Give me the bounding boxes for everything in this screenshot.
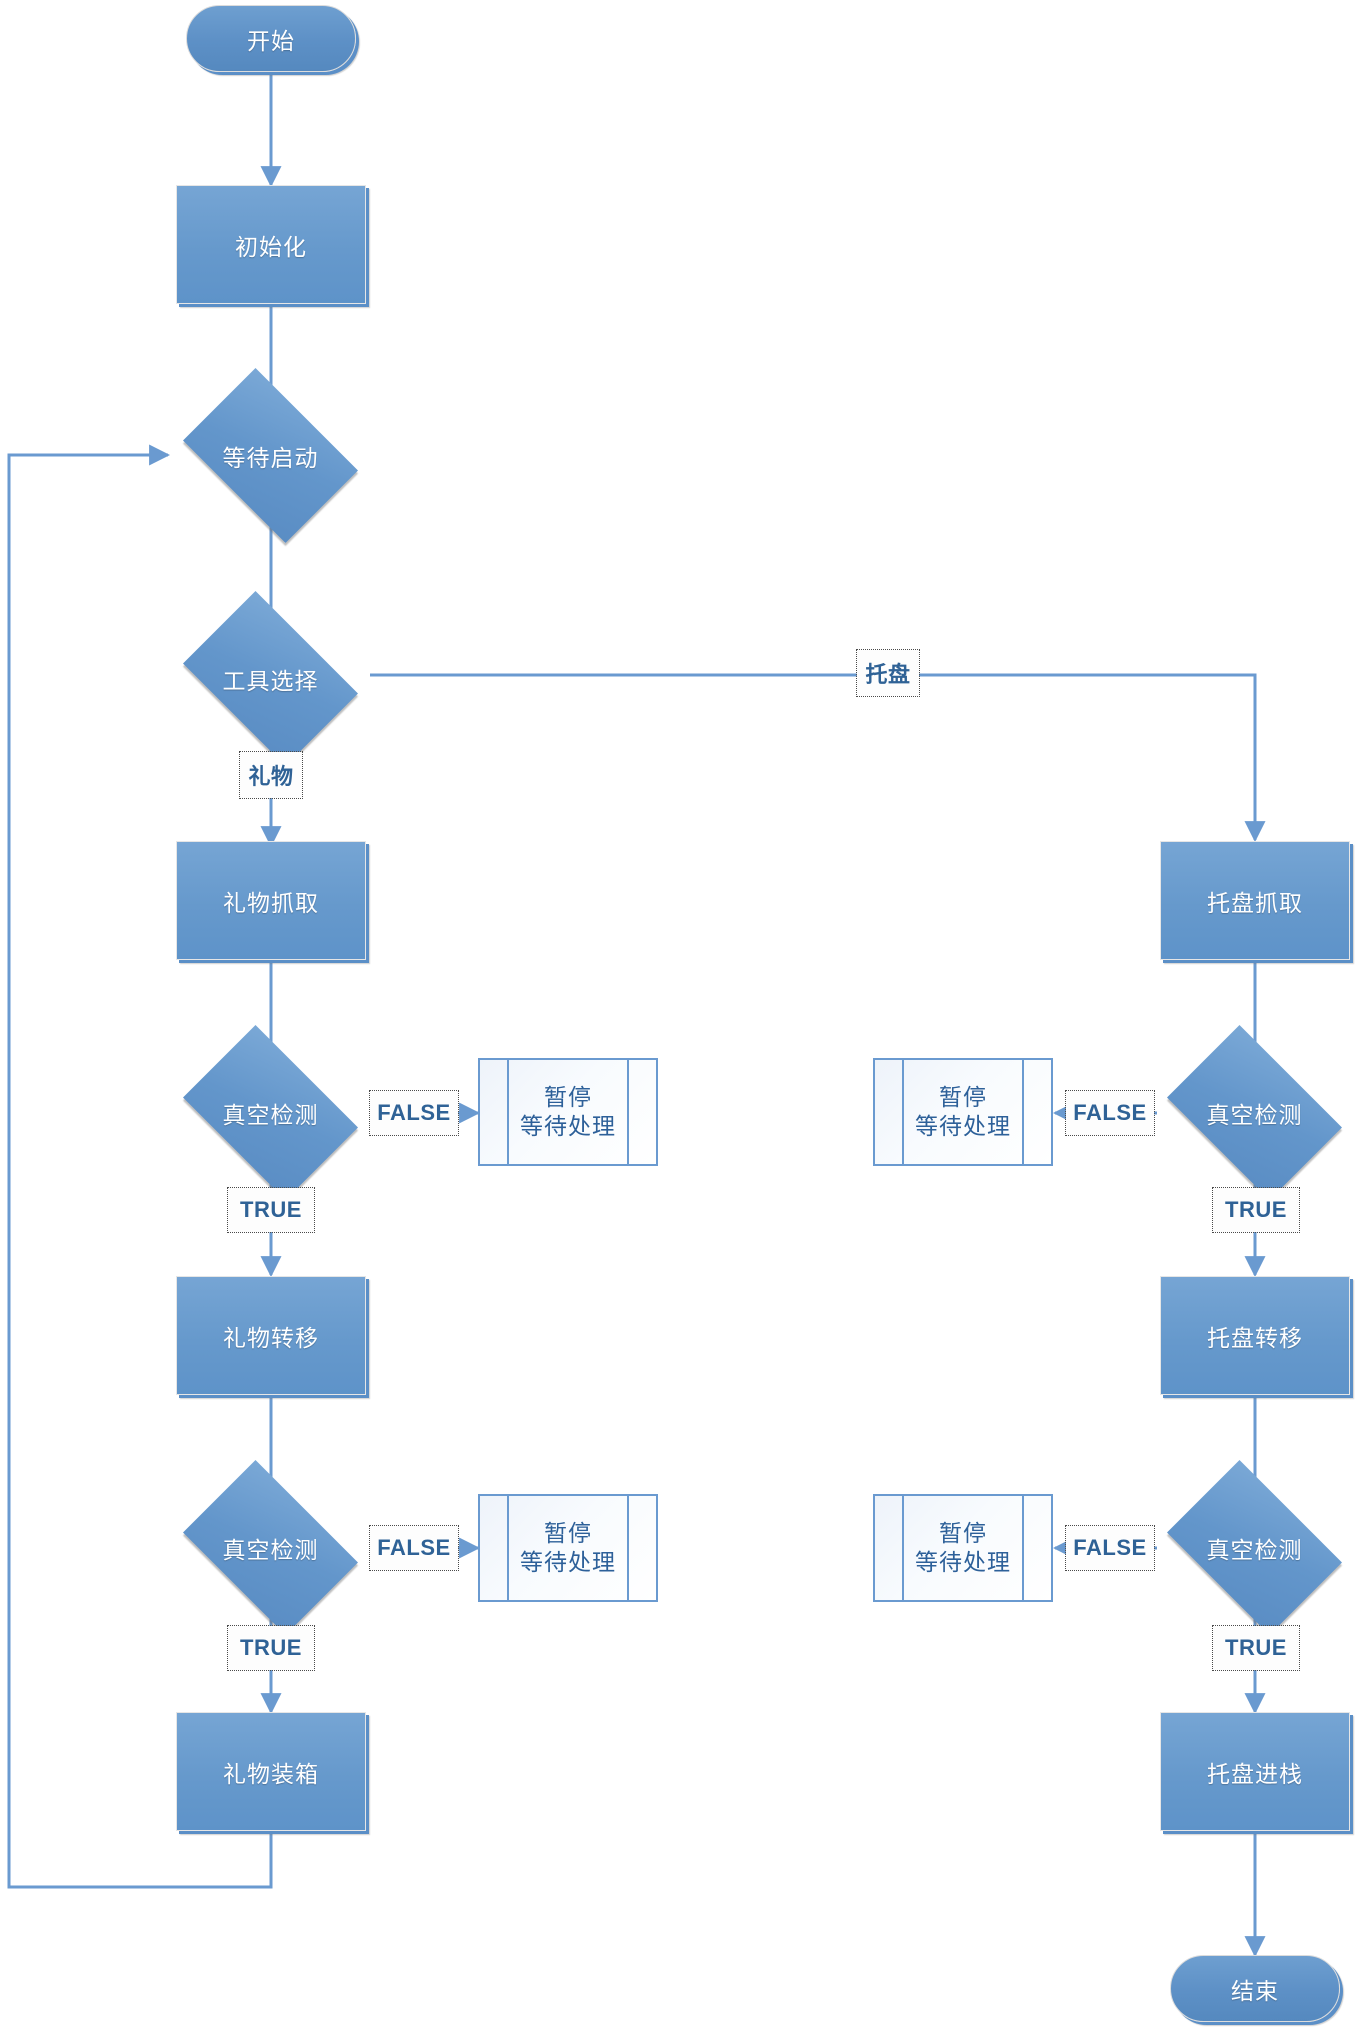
node-end-label: 结束 <box>1231 1977 1279 2004</box>
node-pause-right-2-line1: 暂停 <box>939 1520 987 1547</box>
node-tray-transfer[interactable]: 托盘转移 <box>1160 1276 1350 1395</box>
node-gift-transfer-label: 礼物转移 <box>223 1324 319 1351</box>
node-pause-left-2-line2: 等待处理 <box>520 1549 616 1575</box>
edge-loopback-to-wait <box>7 444 273 1889</box>
node-tray-pick[interactable]: 托盘抓取 <box>1160 841 1350 960</box>
node-tray-stacking[interactable]: 托盘进栈 <box>1160 1712 1350 1831</box>
node-vacuum-check-right-1-label: 真空检测 <box>1206 1101 1303 1128</box>
node-init-label: 初始化 <box>235 233 307 260</box>
edge-label-vac1-left-false: FALSE <box>369 1090 459 1136</box>
node-pause-left-2[interactable]: 暂停 等待处理 <box>478 1494 658 1602</box>
edge-tool-to-traypick <box>370 673 1266 843</box>
node-init[interactable]: 初始化 <box>176 185 366 304</box>
node-pause-left-1-line1: 暂停 <box>544 1084 592 1111</box>
edge-label-vac2-right-false: FALSE <box>1065 1525 1155 1571</box>
node-pause-left-1-line2: 等待处理 <box>520 1113 616 1139</box>
node-tray-stacking-label: 托盘进栈 <box>1207 1760 1303 1787</box>
node-gift-boxing[interactable]: 礼物装箱 <box>176 1712 366 1831</box>
node-start[interactable]: 开始 <box>186 5 356 72</box>
node-gift-pick-label: 礼物抓取 <box>223 889 319 916</box>
node-tray-pick-label: 托盘抓取 <box>1207 889 1303 916</box>
node-vacuum-check-left-1[interactable]: 真空检测 <box>168 1025 373 1200</box>
node-start-label: 开始 <box>247 27 295 54</box>
edge-label-tool-gift: 礼物 <box>239 751 303 799</box>
node-vacuum-check-left-2[interactable]: 真空检测 <box>168 1460 373 1635</box>
node-wait-start[interactable]: 等待启动 <box>168 368 373 543</box>
node-pause-right-1[interactable]: 暂停 等待处理 <box>873 1058 1053 1166</box>
node-tray-transfer-label: 托盘转移 <box>1207 1324 1303 1351</box>
node-end[interactable]: 结束 <box>1170 1955 1340 2022</box>
edge-label-vac1-left-true: TRUE <box>227 1187 315 1233</box>
edge-label-vac1-right-true: TRUE <box>1212 1187 1300 1233</box>
node-pause-right-2-line2: 等待处理 <box>915 1549 1011 1575</box>
node-vacuum-check-left-2-label: 真空检测 <box>222 1536 319 1563</box>
node-pause-right-1-line1: 暂停 <box>939 1084 987 1111</box>
node-wait-start-label: 等待启动 <box>222 444 319 471</box>
node-tool-select-label: 工具选择 <box>222 667 319 694</box>
node-vacuum-check-left-1-label: 真空检测 <box>222 1101 319 1128</box>
node-vacuum-check-right-2[interactable]: 真空检测 <box>1152 1460 1357 1635</box>
node-pause-right-2[interactable]: 暂停 等待处理 <box>873 1494 1053 1602</box>
edge-label-vac2-right-true: TRUE <box>1212 1625 1300 1671</box>
node-gift-boxing-label: 礼物装箱 <box>223 1760 319 1787</box>
node-pause-right-1-line2: 等待处理 <box>915 1113 1011 1139</box>
node-gift-transfer[interactable]: 礼物转移 <box>176 1276 366 1395</box>
edge-label-vac2-left-false: FALSE <box>369 1525 459 1571</box>
node-vacuum-check-right-1[interactable]: 真空检测 <box>1152 1025 1357 1200</box>
edge-label-vac1-right-false: FALSE <box>1065 1090 1155 1136</box>
node-pause-left-1[interactable]: 暂停 等待处理 <box>478 1058 658 1166</box>
edge-label-vac2-left-true: TRUE <box>227 1625 315 1671</box>
edge-label-tool-tray: 托盘 <box>856 649 920 697</box>
node-pause-left-2-line1: 暂停 <box>544 1520 592 1547</box>
node-gift-pick[interactable]: 礼物抓取 <box>176 841 366 960</box>
node-tool-select[interactable]: 工具选择 <box>168 591 373 766</box>
node-vacuum-check-right-2-label: 真空检测 <box>1206 1536 1303 1563</box>
